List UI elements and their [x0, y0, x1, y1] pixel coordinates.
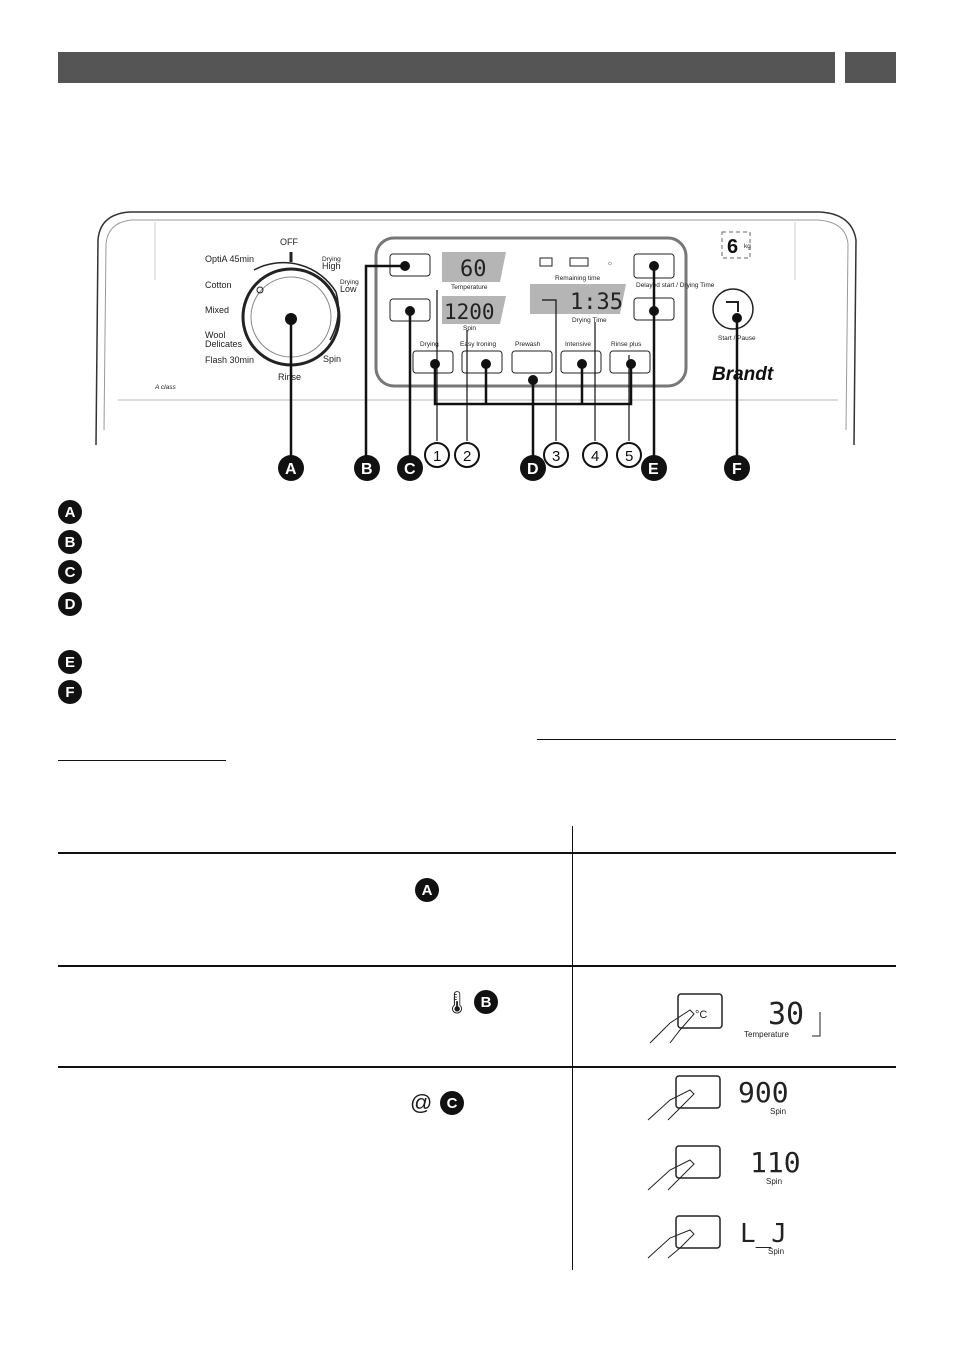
callout-f: F [732, 461, 742, 478]
dial-high-label: High [322, 261, 341, 271]
table-rule-2 [58, 965, 896, 967]
dial-drying-low-title: Drying [340, 279, 359, 286]
spin-display: 1200 [444, 300, 495, 324]
dial-flash-label: Flash 30min [205, 355, 254, 365]
callout-d: D [527, 461, 539, 478]
spin-example-label-1: Spin [770, 1107, 786, 1116]
callout-5: 5 [625, 448, 633, 465]
dial-low-label: Low [340, 284, 357, 294]
section-rule-right [537, 739, 896, 740]
spin-display-label: Spin [463, 325, 476, 332]
svg-text:☼: ☼ [607, 260, 613, 267]
spin-example-label-3: Spin [768, 1247, 784, 1256]
table-badge-b: B [474, 990, 498, 1014]
callout-e: E [648, 461, 659, 478]
spin-press-illustrations: 900 Spin 110 Spin L_J Spin [647, 1075, 801, 1259]
temperature-example-label: Temperature [744, 1030, 789, 1039]
spin-example-display-1: 900 [738, 1076, 789, 1109]
option-drying-label: Drying [420, 341, 439, 348]
option-easy-ironing-label: Easy Ironing [460, 341, 497, 348]
callout-2: 2 [463, 448, 471, 465]
option-rinse-plus-label: Rinse plus [611, 341, 642, 348]
callout-a: A [285, 461, 297, 478]
dial-drying-high-title: Drying [322, 256, 341, 263]
time-display: 1:35 [570, 290, 623, 315]
table-rule-3 [58, 1066, 896, 1068]
remaining-time-label: Remaining time [555, 275, 601, 282]
callout-3: 3 [552, 448, 560, 465]
spin-example-label-2: Spin [766, 1177, 782, 1186]
table-badge-c: C [440, 1091, 464, 1115]
dial-wool-label: Wool [205, 330, 225, 340]
drying-time-label: Drying Time [572, 317, 607, 324]
spin-example-display-2: 110 [750, 1146, 801, 1179]
legend-badge-b: B [58, 530, 82, 554]
dial-cotton-label: Cotton [205, 280, 232, 290]
callout-1: 1 [433, 448, 441, 465]
dial-delicates-label: Delicates [205, 339, 243, 349]
dial-off-label: OFF [280, 237, 298, 247]
spin-example-display-3: L_J [740, 1219, 787, 1249]
temperature-display-label: Temperature [451, 284, 488, 291]
capacity-value: 6 [727, 236, 738, 258]
capacity-unit: kg [744, 243, 751, 250]
callout-b: B [361, 461, 373, 478]
callout-c: C [404, 461, 416, 478]
dial-rinse-label: Rinse [278, 372, 301, 382]
legend-badge-e: E [58, 650, 82, 674]
temperature-press-illustration: °C 30 Temperature [649, 993, 821, 1044]
option-intensive-label: Intensive [565, 341, 591, 348]
spin-icon: @ [410, 1090, 433, 1115]
energy-class-label: A class [154, 384, 176, 391]
legend-badge-d: D [58, 592, 82, 616]
callout-4: 4 [591, 448, 599, 465]
table-column-divider [572, 826, 573, 1270]
header-page-tab [845, 52, 896, 83]
dial-mixed-label: Mixed [205, 305, 229, 315]
section-rule-left [58, 760, 226, 761]
brand-logo: Brandt [712, 364, 774, 385]
option-drying-button[interactable] [412, 350, 454, 374]
legend-badge-a: A [58, 500, 82, 524]
header-bar [58, 52, 835, 83]
delayed-start-label: Delayed start / Drying Time [636, 282, 715, 289]
table-badge-a: A [415, 878, 439, 902]
legend-badge-f: F [58, 680, 82, 704]
svg-text:°C: °C [695, 1009, 707, 1021]
temperature-example-display: 30 [768, 997, 804, 1032]
table-rule-1 [58, 852, 896, 854]
dial-optia-label: OptiA 45min [205, 254, 254, 264]
option-prewash-button[interactable] [511, 350, 553, 374]
legend-badge-c: C [58, 560, 82, 584]
thermometer-icon: 🌡 [443, 990, 471, 1015]
control-panel-diagram: OFF OptiA 45min Cotton Mixed Wool Delica… [95, 211, 857, 481]
start-pause-button[interactable] [712, 288, 754, 330]
dial-spin-label: Spin [323, 354, 341, 364]
temperature-display: 60 [460, 257, 487, 282]
option-easy-ironing-button[interactable] [461, 350, 503, 374]
option-prewash-label: Prewash [515, 341, 541, 348]
